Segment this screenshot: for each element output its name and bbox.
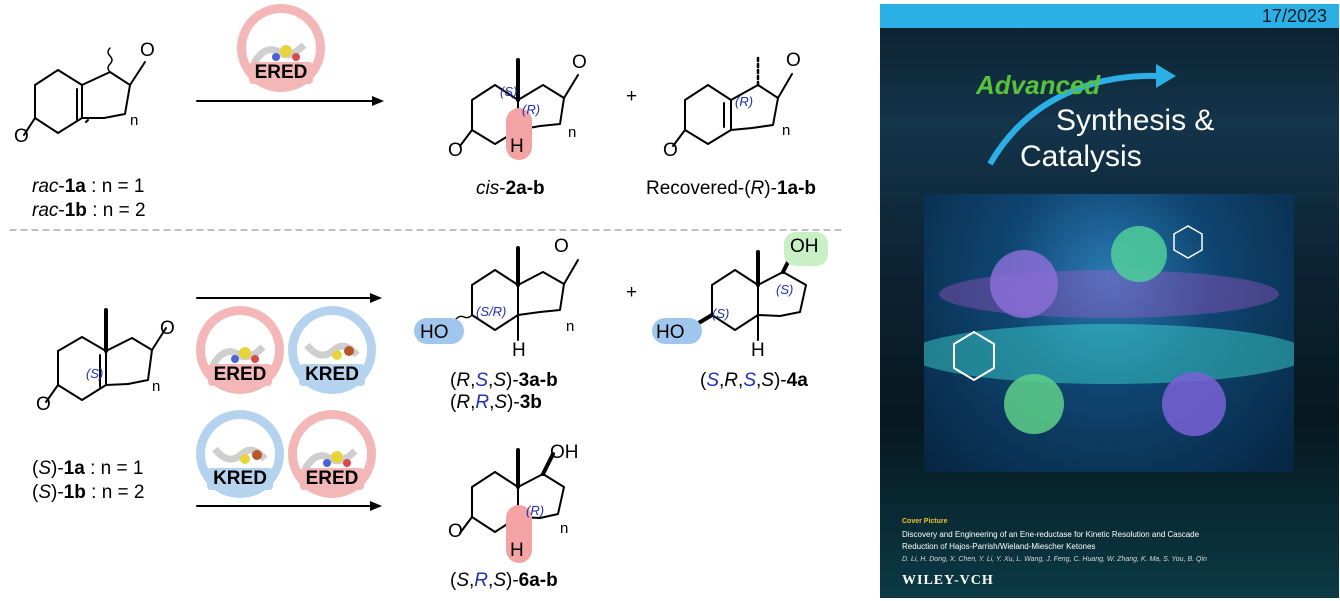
molecule-s-1	[45, 308, 167, 403]
publisher-logo: WILEY-VCH	[902, 573, 994, 588]
atom-ho: HO	[420, 322, 449, 343]
enzyme-structure-icon	[212, 446, 268, 464]
atom-h: H	[510, 540, 524, 561]
compound-label-s-1b: (S)-1b : n = 2	[32, 482, 145, 503]
stereo-label-r: (R)	[522, 102, 541, 117]
enzyme-badge-ered: ERED	[288, 410, 376, 498]
atom-o: O	[572, 52, 587, 73]
stereo-label-r: (R)	[735, 94, 754, 109]
enzyme-label: ERED	[207, 364, 273, 386]
atom-n: n	[152, 378, 161, 395]
plus-sign: +	[626, 86, 638, 107]
cover-authors: D. Li, H. Dong, X. Chen, Y. Li, Y. Xu, L…	[902, 556, 1207, 563]
stereo-label-r: (R)	[526, 503, 545, 518]
atom-n: n	[566, 318, 575, 335]
atom-oh: OH	[550, 442, 579, 463]
stereo-label-s: (S)	[712, 306, 730, 321]
atom-h: H	[751, 340, 765, 361]
stereo-label-sr: (S/R)	[476, 304, 507, 319]
stereo-label-s: (S)	[500, 84, 518, 99]
enzyme-structure-icon	[209, 344, 266, 367]
atom-h: H	[512, 340, 526, 361]
journal-title-line1: Synthesis &	[1056, 104, 1215, 137]
highlight-ho-4	[652, 318, 702, 344]
atom-o: O	[140, 40, 155, 61]
enzyme-badge-ered: ERED	[237, 4, 325, 92]
cover-headline-2: Reduction of Hajos-Parrish/Wieland-Miesc…	[902, 542, 1096, 551]
reaction-scheme	[9, 47, 846, 563]
atom-n: n	[782, 122, 791, 139]
enzyme-label: ERED	[299, 468, 365, 490]
atom-n: n	[560, 520, 569, 537]
issue-number: 17/2023	[1261, 6, 1327, 26]
enzyme-structure-icon	[301, 448, 358, 471]
molecule-6	[459, 448, 565, 542]
atom-ho: HO	[656, 322, 685, 343]
cover-top-band	[880, 4, 1339, 28]
atom-n: n	[130, 112, 139, 129]
compound-label-4a: (S,R,S,S)-4a	[700, 370, 808, 391]
compound-label-3a-b: (R,S,S)-3a-b	[450, 370, 558, 391]
compound-label-3b: (R,R,S)-3b	[450, 392, 542, 413]
atom-o: O	[663, 140, 678, 161]
atom-n: n	[568, 124, 577, 141]
cover-artwork	[924, 194, 1294, 472]
enzyme-badge-kred: KRED	[196, 410, 284, 498]
journal-cover: 17/2023 Advanced Synthesis & Catalysis C…	[880, 4, 1339, 598]
journal-brand: Advanced	[976, 70, 1101, 100]
atom-o: O	[160, 318, 175, 339]
enzyme-badge-ered: ERED	[196, 306, 284, 394]
cover-section-label: Cover Picture	[902, 518, 948, 525]
atom-oh: OH	[790, 236, 819, 257]
cover-headline-1: Discovery and Engineering of an Ene-redu…	[902, 530, 1200, 539]
atom-o: O	[554, 236, 569, 257]
molecule-3	[447, 246, 579, 341]
atom-o: O	[448, 521, 463, 542]
swoosh-arrow-icon	[987, 64, 1176, 166]
cover-illustration	[924, 225, 1294, 436]
stereo-label-s: (S)	[86, 366, 104, 381]
atom-h: H	[510, 136, 524, 157]
compound-label-rac-1a: rac-1a : n = 1	[32, 176, 145, 197]
enzyme-badge-kred: KRED	[288, 306, 376, 394]
compound-label-s-1a: (S)-1a : n = 1	[32, 458, 144, 479]
highlight-h-cis2	[506, 108, 532, 160]
atom-o: O	[448, 140, 463, 161]
molecule-rac-1	[23, 47, 146, 136]
compound-label-6a-b: (S,R,S)-6a-b	[450, 570, 558, 591]
atom-o: O	[786, 50, 801, 71]
compound-label-recovered-1: Recovered-(R)-1a-b	[646, 178, 817, 199]
enzyme-label: KRED	[299, 364, 365, 386]
highlight-oh-4	[784, 232, 828, 266]
compound-label-rac-1b: rac-1b : n = 2	[32, 200, 146, 221]
enzyme-label: KRED	[207, 468, 273, 490]
atom-o: O	[36, 394, 51, 415]
enzyme-label: ERED	[248, 62, 314, 84]
stereo-label-s: (S)	[776, 282, 794, 297]
enzyme-structure-icon	[304, 342, 360, 360]
plus-sign: +	[626, 282, 638, 303]
highlight-h-6	[506, 505, 532, 563]
enzyme-structure-icon	[250, 42, 307, 65]
journal-title-line2: Catalysis	[1020, 140, 1142, 173]
compound-label-cis-2: cis-2a-b	[476, 178, 545, 199]
highlight-ho-3	[414, 318, 464, 344]
atom-o: O	[14, 126, 29, 147]
molecule-recovered-r-1	[672, 56, 793, 147]
